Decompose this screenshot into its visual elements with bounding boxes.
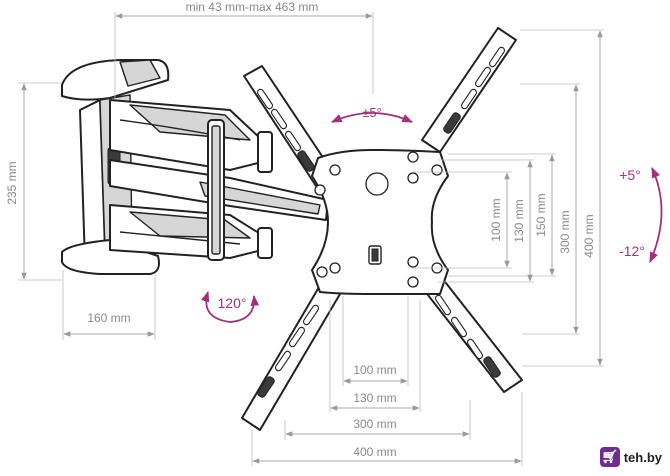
dimension-horizontal-vesa: 100 mm 130 mm 300 mm 400 mm [251,296,523,466]
dimension-depth-160: 160 mm [62,270,156,340]
dimension-arm-extension: min 43 mm-max 463 mm [114,0,374,98]
label-arm-extension: min 43 mm-max 463 mm [186,0,319,14]
watermark-text: teh.by [623,449,662,465]
angle-swivel: 120° [201,290,260,323]
watermark: 🛒︎ teh.by [595,445,666,469]
angle-tilt: +5° -12° [619,167,663,263]
label-v-400: 400 mm [582,214,596,257]
label-h-400: 400 mm [353,445,396,459]
cart-icon: 🛒︎ [599,447,620,467]
bracket-arm-upper-right [421,27,517,153]
bracket-arm-upper-left [243,65,339,193]
label-v-300: 300 mm [558,210,572,253]
label-tilt-down: -12° [619,243,645,259]
center-hole [365,172,389,196]
label-depth-160: 160 mm [87,311,130,325]
label-v-150: 150 mm [534,193,548,236]
bracket-arm-lower-right [423,277,523,393]
tv-bracket [241,27,523,431]
label-v-100: 100 mm [489,198,503,241]
label-v-130: 130 mm [512,199,526,242]
label-rotate: ±5° [362,105,382,120]
label-height-235: 235 mm [5,161,19,204]
dimension-height-235: 235 mm [5,82,62,281]
bracket-arm-lower-left [241,281,341,431]
label-h-300: 300 mm [353,417,396,431]
dimension-vertical-vesa: 100 mm 130 mm 150 mm 300 mm 400 mm [412,29,604,367]
label-h-130: 130 mm [353,391,396,405]
angle-rotate: ±5° [331,105,413,123]
articulating-arm [61,59,329,275]
label-tilt-up: +5° [619,167,641,183]
label-h-100: 100 mm [353,363,396,377]
label-swivel: 120° [218,295,247,311]
